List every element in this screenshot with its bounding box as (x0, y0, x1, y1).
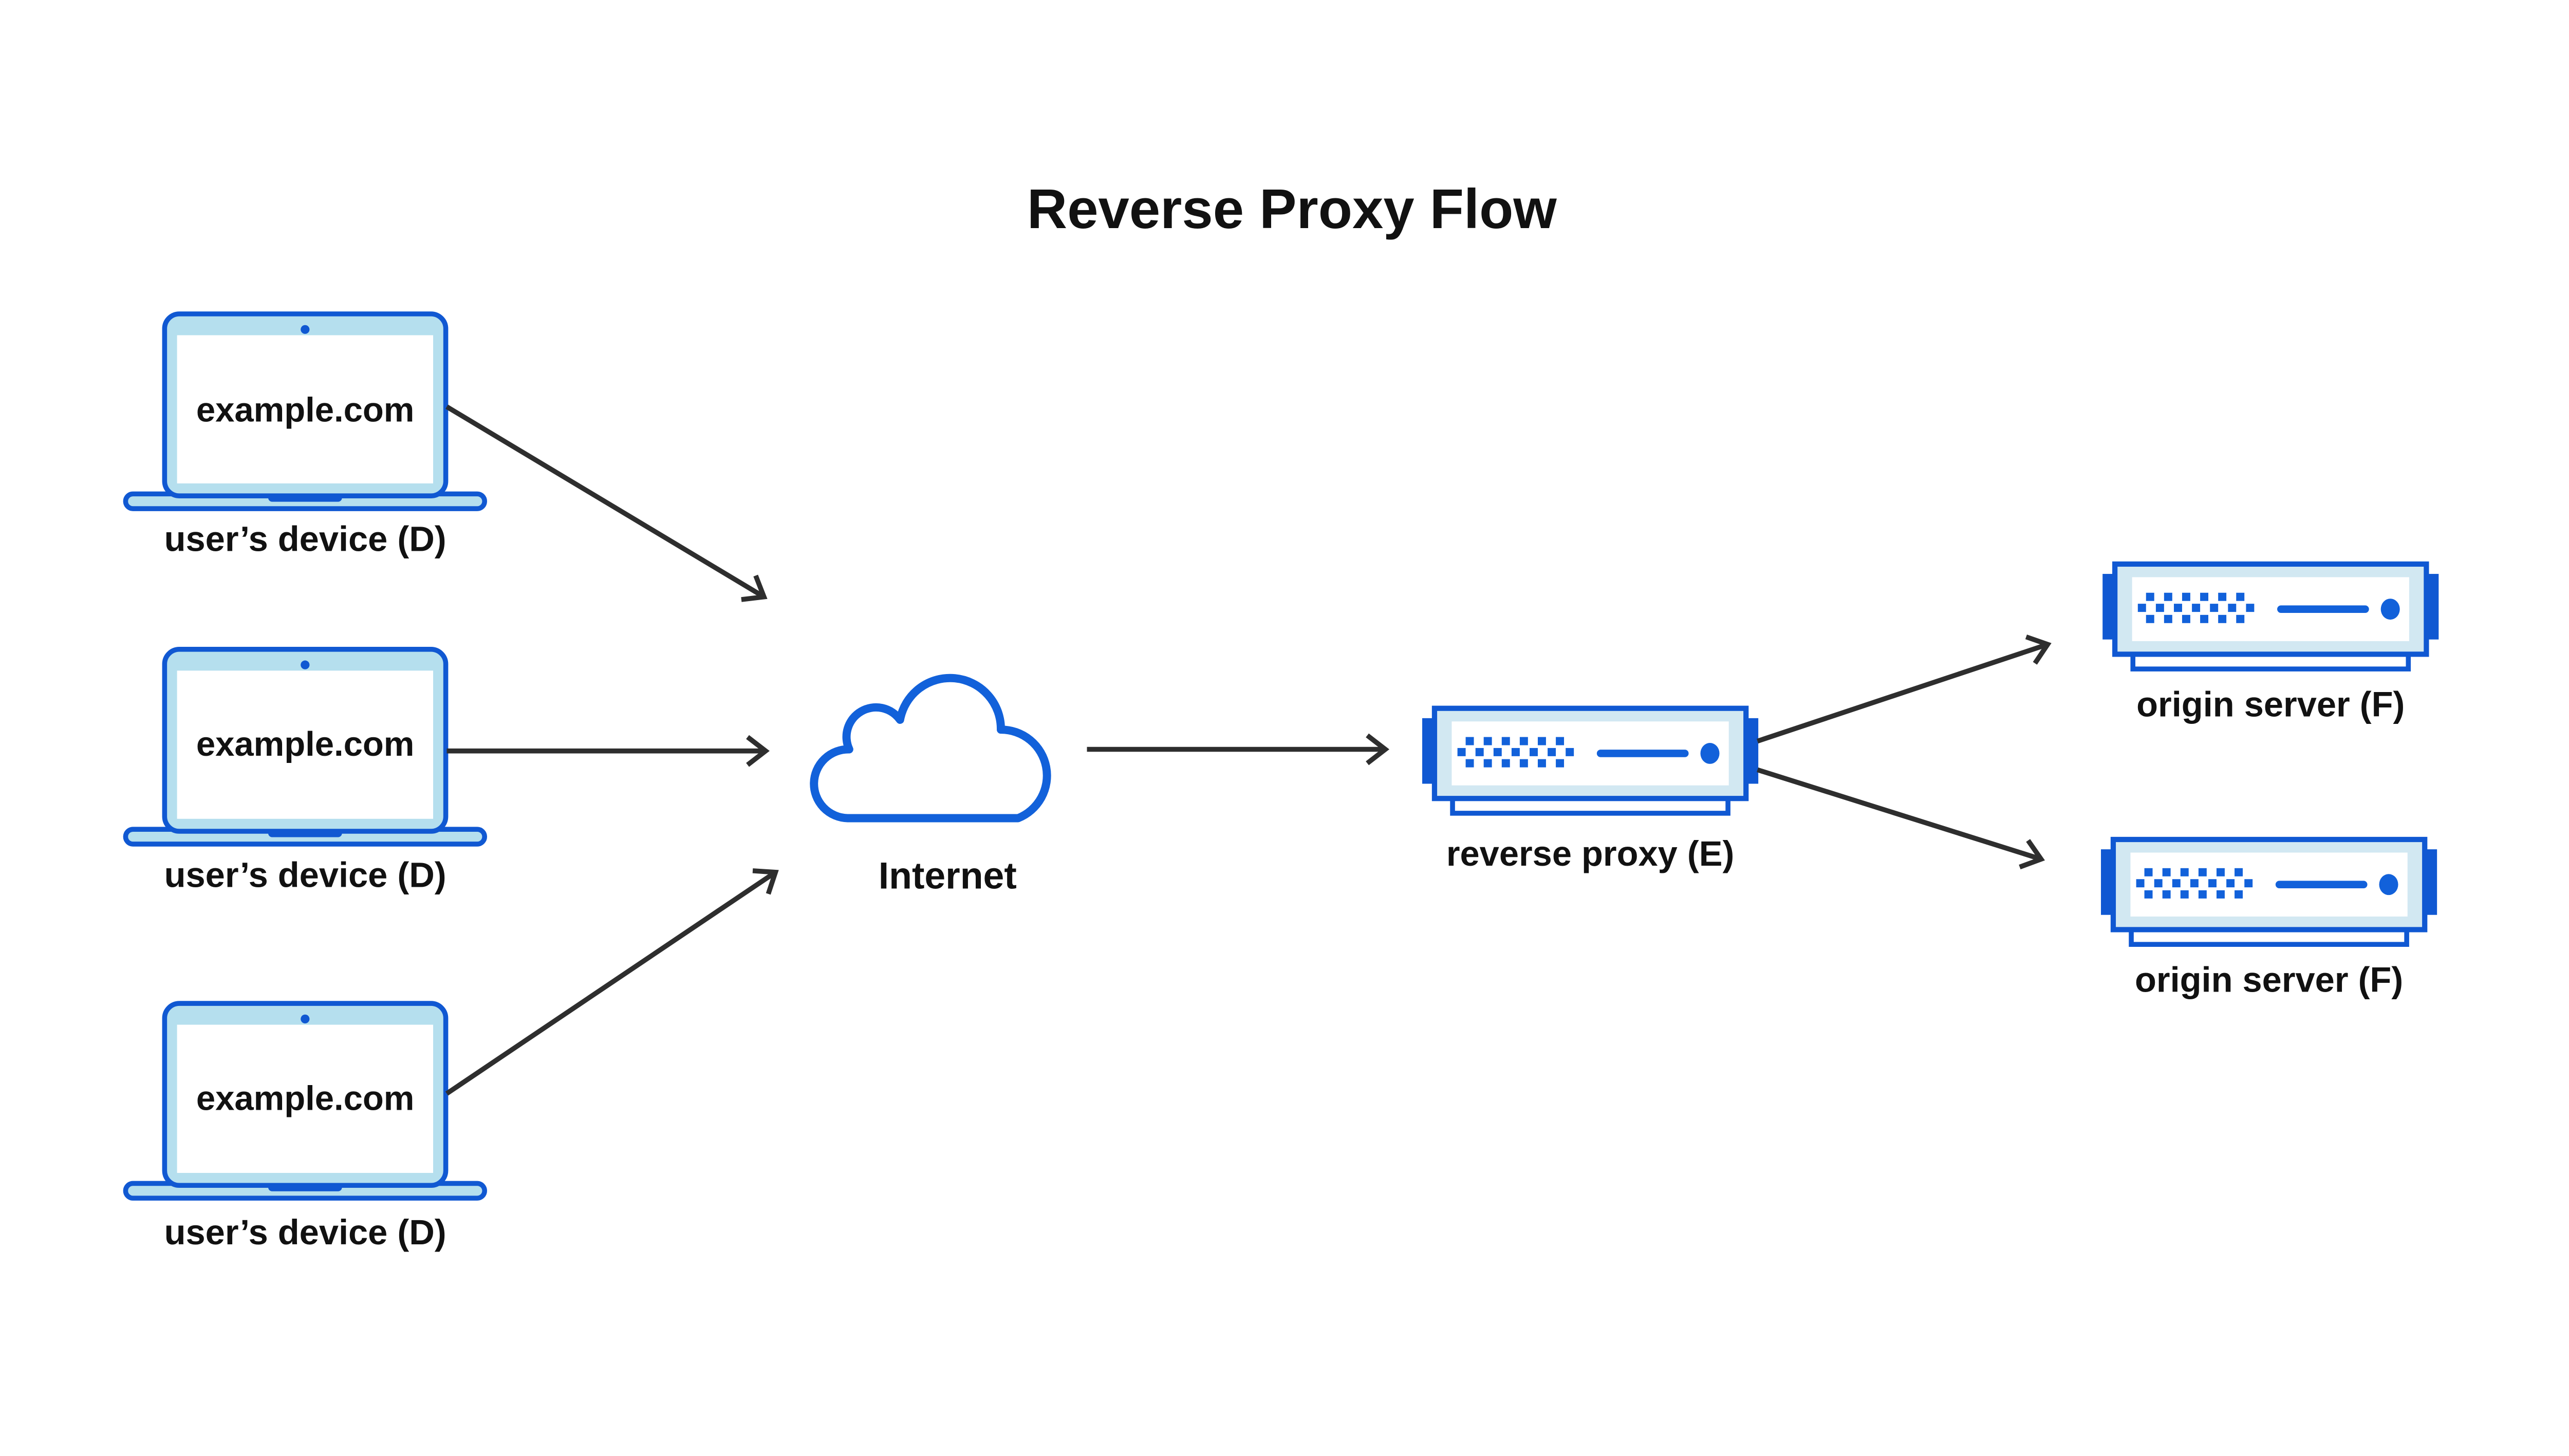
internet-label: Internet (879, 855, 1017, 897)
user-device-node-1: example.com user’s device (D) (125, 314, 485, 558)
user-device-node-3: example.com user’s device (D) (125, 1003, 485, 1252)
origin-server-label: origin server (F) (2136, 685, 2405, 724)
origin-server-node-1: origin server (F) (2102, 564, 2438, 724)
origin-server-node-2: origin server (F) (2101, 839, 2437, 1000)
flow-arrows (445, 404, 2052, 1096)
user-device-node-2: example.com user’s device (D) (125, 649, 485, 895)
reverse-proxy-label: reverse proxy (E) (1446, 834, 1734, 873)
server-icon (2101, 839, 2437, 944)
device-caption: user’s device (D) (164, 1212, 446, 1252)
arrow-proxy-to-origin2 (1757, 767, 2045, 870)
device-caption: user’s device (D) (164, 519, 446, 558)
server-icon (1422, 708, 1758, 813)
diagram-title: Reverse Proxy Flow (1027, 178, 1557, 240)
reverse-proxy-node: reverse proxy (E) (1422, 708, 1758, 873)
device-screen-url: example.com (196, 1079, 415, 1117)
origin-server-label: origin server (F) (2135, 960, 2403, 1000)
cloud-icon (810, 674, 1051, 823)
device-screen-url: example.com (196, 390, 415, 429)
device-caption: user’s device (D) (164, 855, 446, 895)
arrow-device3-to-internet (445, 868, 779, 1096)
arrow-device1-to-internet (445, 404, 768, 602)
server-icon (2102, 564, 2438, 669)
internet-node: Internet (810, 674, 1051, 897)
arrow-proxy-to-origin1 (1757, 634, 2052, 744)
device-screen-url: example.com (196, 725, 415, 763)
